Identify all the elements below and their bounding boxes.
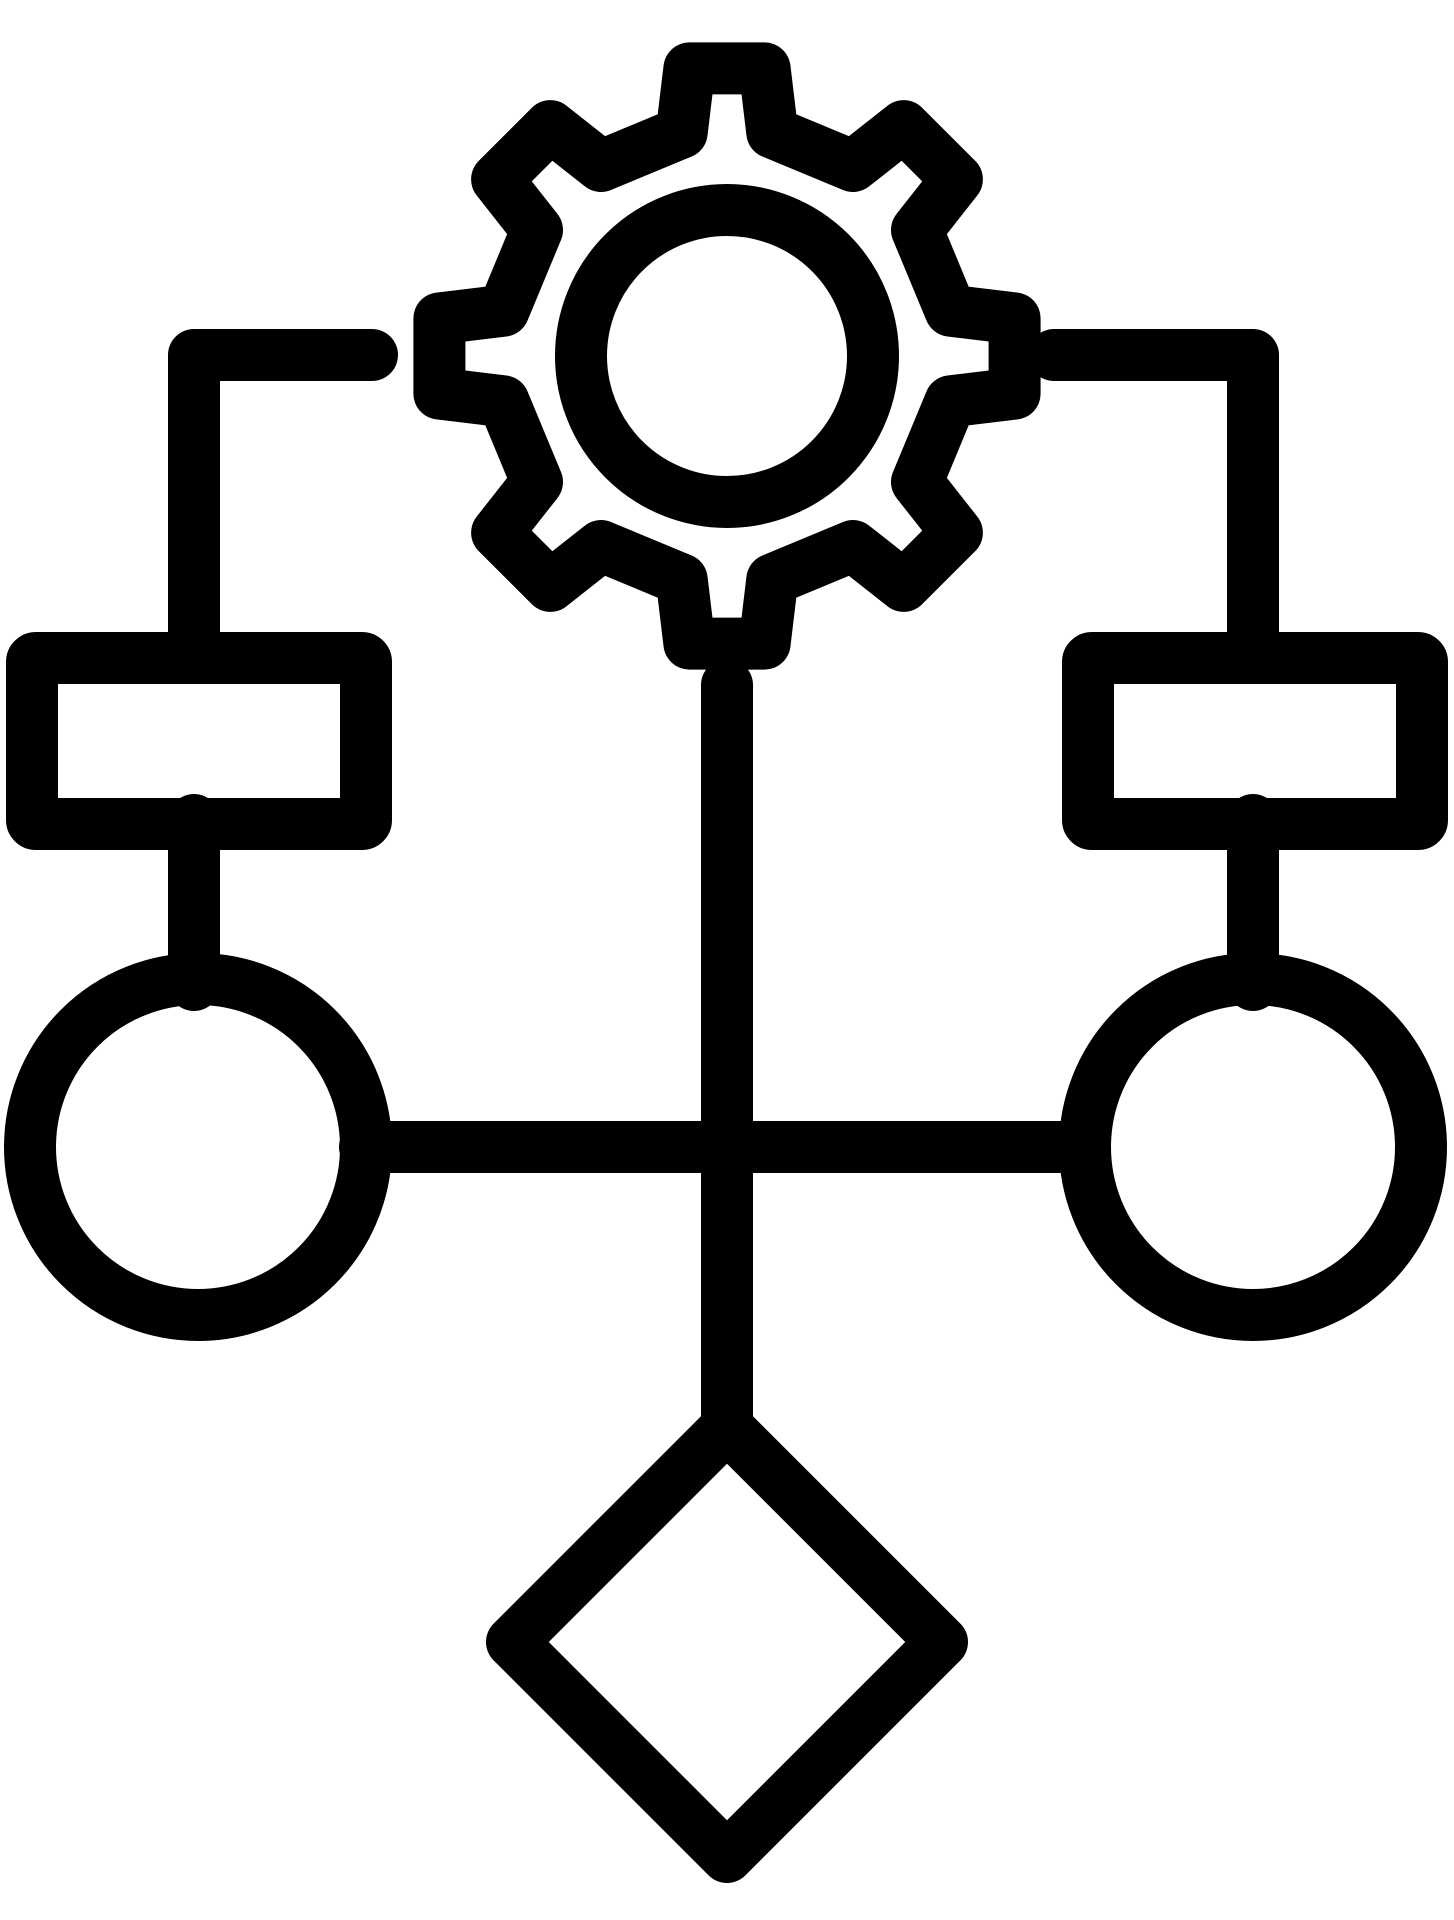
diamond-decision <box>486 1401 968 1883</box>
right-box <box>1062 632 1448 850</box>
left-box <box>6 632 392 850</box>
left-circle <box>4 953 392 1341</box>
gear-icon <box>413 42 1041 670</box>
connector-gear-right-box <box>1028 329 1279 676</box>
right-circle <box>1059 953 1447 1341</box>
connector-gear-left-box <box>168 329 398 676</box>
gear-center-hole <box>555 184 899 528</box>
